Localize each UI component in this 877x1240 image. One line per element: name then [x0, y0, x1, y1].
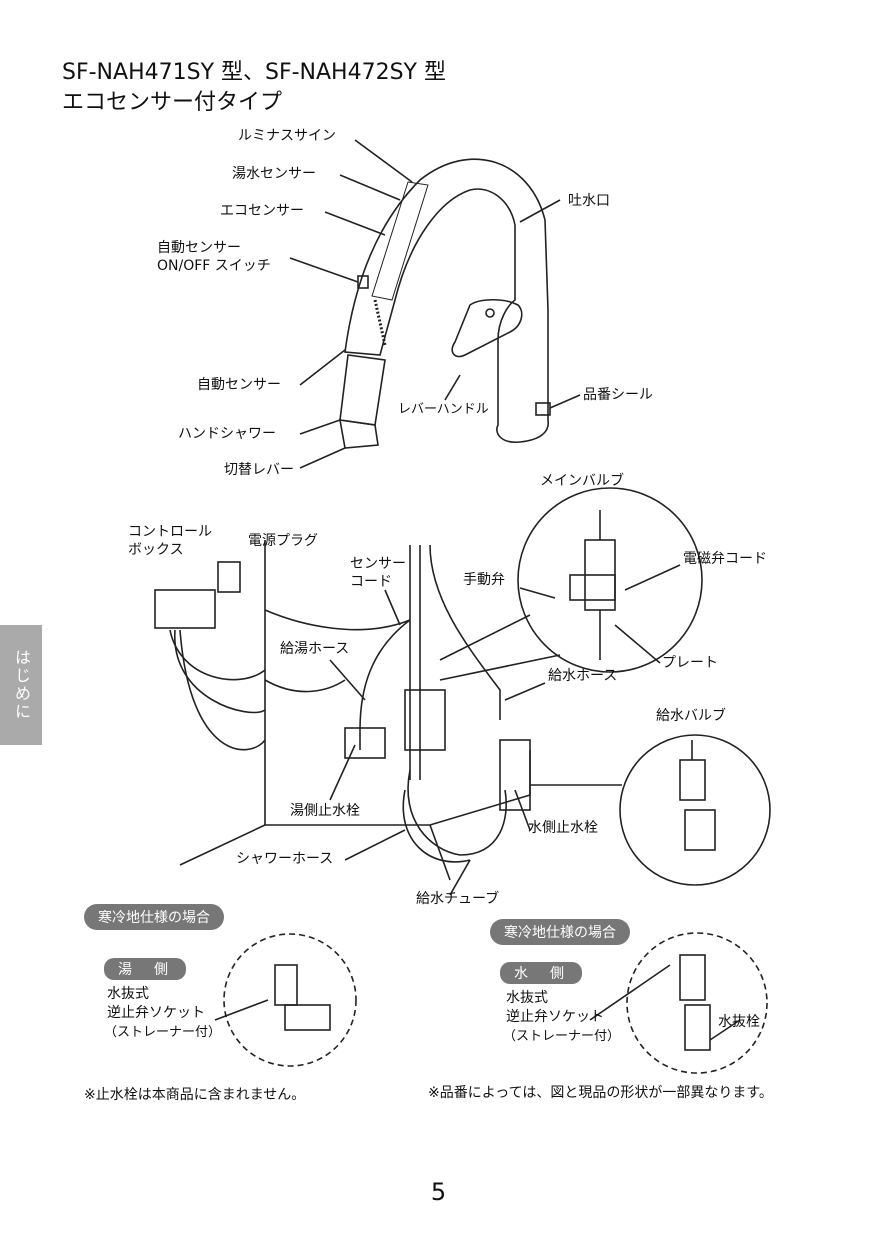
supply-valve-detail [619, 734, 771, 886]
label-supply-hose: 給水ホース [548, 668, 618, 684]
right-text-1: 水抜式 [506, 990, 548, 1006]
right-text-3: （ストレーナー付） [503, 1029, 621, 1044]
cold-right-detail [626, 932, 768, 1074]
page-number: 5 [430, 1178, 447, 1206]
label-auto-sensor-switch-2: ON/OFF スイッチ [157, 258, 271, 274]
label-solenoid-cord: 電磁弁コード [683, 551, 767, 567]
label-hot-stop-valve: 湯側止水栓 [290, 803, 360, 819]
label-plate: プレート [662, 655, 718, 671]
label-switch-lever: 切替レバー [224, 462, 294, 478]
label-shower-hose: シャワーホース [236, 851, 334, 867]
label-hot-hose: 給湯ホース [280, 641, 350, 657]
label-power-plug: 電源プラグ [248, 533, 318, 549]
left-text-1: 水抜式 [107, 986, 149, 1002]
label-spout: 吐水口 [568, 193, 610, 209]
side-badge-hot: 湯 側 [104, 958, 186, 980]
label-auto-sensor-switch-1: 自動センサー [157, 240, 241, 256]
control-box [154, 589, 216, 629]
label-drain-plug: 水抜栓 [718, 1014, 760, 1030]
right-text-2: 逆止弁ソケット [506, 1009, 604, 1025]
label-product-seal: 品番シール [583, 387, 653, 403]
note-left: ※止水栓は本商品に含まれません。 [84, 1087, 306, 1103]
label-cold-stop-valve: 水側止水栓 [528, 820, 598, 836]
label-sensor-cord-2: コード [350, 574, 392, 590]
cold-region-badge-left: 寒冷地仕様の場合 [84, 904, 224, 930]
left-text-3: （ストレーナー付） [104, 1025, 222, 1040]
title-line-1: SF-NAH471SY 型、SF-NAH472SY 型 [62, 60, 446, 85]
faucet-spout [344, 158, 549, 443]
label-supply-tube: 給水チューブ [416, 891, 500, 907]
label-eco-sensor: エコセンサー [220, 203, 304, 219]
label-main-valve: メインバルブ [540, 473, 624, 489]
side-tab: はじめに [0, 625, 42, 745]
label-supply-valve: 給水バルブ [656, 708, 726, 724]
label-control-box-2: ボックス [128, 542, 184, 558]
note-right: ※品番によっては、図と現品の形状が一部異なります。 [428, 1085, 773, 1101]
label-water-sensor: 湯水センサー [232, 166, 316, 182]
left-text-2: 逆止弁ソケット [107, 1005, 205, 1021]
label-control-box-1: コントロール [128, 524, 212, 540]
title-line-2: エコセンサー付タイプ [62, 90, 283, 115]
label-auto-sensor: 自動センサー [197, 377, 281, 393]
label-luminous-sign: ルミナスサイン [238, 128, 336, 144]
label-manual-valve: 手動弁 [463, 572, 505, 588]
label-sensor-cord-1: センサー [350, 556, 406, 572]
side-badge-cold: 水 側 [500, 962, 582, 984]
cold-left-detail [223, 933, 357, 1067]
hand-shower [339, 354, 386, 426]
main-valve-detail [517, 487, 703, 673]
label-lever-handle: レバーハンドル [398, 402, 489, 417]
label-hand-shower: ハンドシャワー [178, 426, 276, 442]
cold-region-badge-right: 寒冷地仕様の場合 [490, 919, 630, 945]
